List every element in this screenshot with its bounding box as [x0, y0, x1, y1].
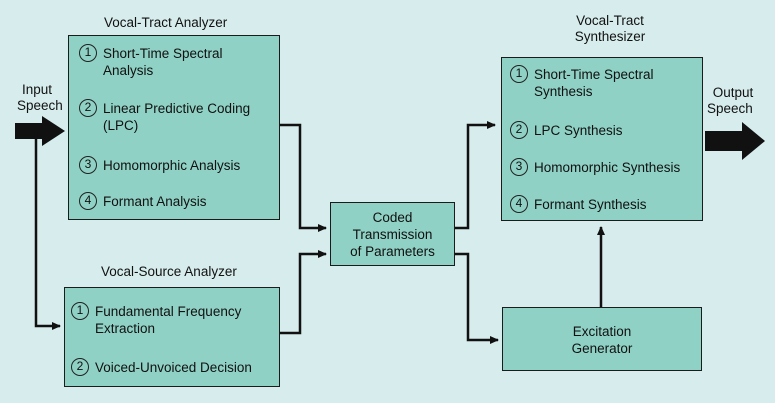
output-label-line2: Speech	[707, 101, 753, 116]
input-label-line2: Speech	[17, 98, 63, 113]
number-circle-icon: 1	[71, 302, 89, 320]
vocal-tract-synthesizer-title-line1: Vocal-Tract	[576, 13, 644, 28]
synth-item-2: 2 LPC Synthesis	[510, 121, 623, 139]
analyzer-item-3: 3 Homomorphic Analysis	[79, 156, 241, 174]
coded-to-excitation-line	[455, 252, 499, 344]
source-item-1-text: Fundamental Frequency Extraction	[95, 303, 241, 337]
synth-item-3-text: Homomorphic Synthesis	[534, 160, 681, 175]
vocal-tract-synthesizer-title-line2: Synthesizer	[574, 29, 646, 44]
synth-item-1-text: Short-Time Spectral Synthesis	[534, 66, 654, 100]
analyzer-item-2-text: Linear Predictive Coding (LPC)	[103, 100, 250, 134]
analyzer-item-1-line1: Short-Time Spectral	[103, 46, 223, 61]
synth-item-3: 3 Homomorphic Synthesis	[510, 158, 681, 176]
number-circle-icon: 2	[510, 121, 528, 139]
analyzer-item-4-text: Formant Analysis	[103, 194, 207, 209]
output-speech-label: Output Speech	[707, 85, 759, 117]
analyzer-item-4: 4 Formant Analysis	[79, 192, 207, 210]
vocal-tract-synthesizer-box: 1 Short-Time Spectral Synthesis 2 LPC Sy…	[501, 57, 703, 221]
number-circle-icon: 3	[79, 156, 97, 174]
excitation-line1: Excitation	[572, 324, 632, 339]
analyzer-item-1: 1 Short-Time Spectral Analysis	[79, 44, 223, 79]
input-speech-arrow	[15, 116, 65, 146]
vocal-tract-synthesizer-title: Vocal-Tract Synthesizer	[560, 13, 660, 45]
source-item-1-line2: Extraction	[95, 321, 156, 336]
vocal-tract-analyzer-title: Vocal-Tract Analyzer	[104, 15, 228, 30]
synth-item-4: 4 Formant Synthesis	[510, 195, 647, 213]
coded-line1: Coded	[372, 210, 413, 225]
synth-item-2-text: LPC Synthesis	[534, 123, 623, 138]
coded-line2: Transmission	[352, 227, 433, 242]
source-item-1: 1 Fundamental Frequency Extraction	[71, 302, 241, 337]
analyzer-item-1-text: Short-Time Spectral Analysis	[103, 45, 223, 79]
analyzer-item-2: 2 Linear Predictive Coding (LPC)	[79, 99, 250, 134]
analyzer-item-2-line2: (LPC)	[103, 118, 139, 133]
excitation-line2: Generator	[571, 341, 633, 356]
analyzer-item-2-line1: Linear Predictive Coding	[103, 101, 251, 116]
input-label-line1: Input	[21, 82, 53, 97]
coded-transmission-text: Coded Transmission of Parameters	[331, 209, 454, 260]
number-circle-icon: 3	[510, 158, 528, 176]
number-circle-icon: 2	[79, 99, 97, 117]
input-speech-label: Input Speech	[17, 82, 63, 114]
number-circle-icon: 1	[79, 44, 97, 62]
output-speech-arrow	[705, 122, 765, 160]
excitation-text: Excitation Generator	[503, 323, 701, 357]
analyzer-item-1-line2: Analysis	[103, 63, 154, 78]
coded-transmission-box: Coded Transmission of Parameters	[330, 202, 455, 266]
source-item-1-line1: Fundamental Frequency	[95, 304, 242, 319]
number-circle-icon: 2	[71, 358, 89, 376]
vocal-source-analyzer-title: Vocal-Source Analyzer	[101, 264, 237, 279]
coded-line3: of Parameters	[350, 244, 435, 259]
source-item-2-text: Voiced-Unvoiced Decision	[95, 360, 252, 375]
synth-item-1: 1 Short-Time Spectral Synthesis	[510, 65, 654, 100]
output-label-line1: Output	[712, 85, 754, 100]
analyzer-to-coded-line	[280, 123, 327, 232]
excitation-generator-box: Excitation Generator	[502, 307, 702, 371]
number-circle-icon: 1	[510, 65, 528, 83]
synth-item-1-line2: Synthesis	[534, 84, 593, 99]
number-circle-icon: 4	[79, 192, 97, 210]
source-to-coded-line	[280, 250, 327, 335]
input-to-source-line	[34, 131, 61, 330]
number-circle-icon: 4	[510, 195, 528, 213]
vocal-source-analyzer-box: 1 Fundamental Frequency Extraction 2 Voi…	[64, 287, 280, 387]
coded-to-synth-line	[455, 121, 496, 230]
analyzer-item-3-text: Homomorphic Analysis	[103, 158, 241, 173]
source-item-2: 2 Voiced-Unvoiced Decision	[71, 358, 252, 376]
synth-item-1-line1: Short-Time Spectral	[534, 67, 654, 82]
synth-item-4-text: Formant Synthesis	[534, 197, 647, 212]
vocal-tract-analyzer-box: 1 Short-Time Spectral Analysis 2 Linear …	[68, 35, 280, 220]
